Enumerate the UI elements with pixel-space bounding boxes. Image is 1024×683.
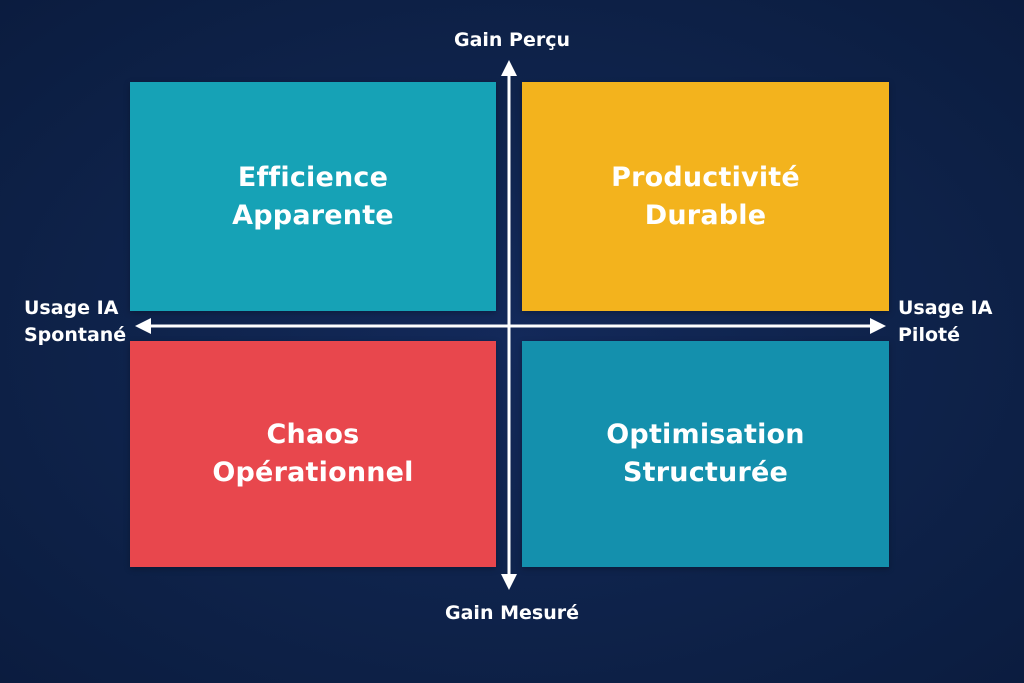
arrow-left-icon: [135, 318, 151, 334]
quadrant-efficience-apparente: Efficience Apparente: [130, 82, 496, 311]
arrow-down-icon: [501, 574, 517, 590]
quadrant-title-line1: Optimisation: [606, 419, 805, 450]
arrow-right-icon: [870, 318, 886, 334]
quadrant-chaos-operationnel: Chaos Opérationnel: [130, 341, 496, 567]
quadrant-title-line1: Productivité: [611, 161, 800, 193]
axis-label-left: Usage IA Spontané: [24, 295, 126, 349]
quadrant-title-line2: Apparente: [232, 199, 394, 231]
axis-label-top: Gain Perçu: [453, 29, 571, 51]
axis-label-right-line1: Usage IA: [898, 297, 993, 319]
axis-label-bottom: Gain Mesuré: [445, 602, 579, 624]
quadrant-productivite-durable: Productivité Durable: [522, 82, 889, 311]
quadrant-title-line1: Chaos: [266, 419, 360, 450]
axis-label-left-line2: Spontané: [24, 324, 127, 346]
quadrant-title-line1: Efficience: [237, 161, 389, 193]
quadrant-title-line2: Durable: [644, 199, 767, 231]
quadrant-optimisation-structuree: Optimisation Structurée: [522, 341, 889, 567]
quadrant-title-line2: Structurée: [623, 457, 788, 488]
axis-label-left-line1: Usage IA: [24, 297, 119, 319]
axis-label-right: Usage IA Piloté: [898, 295, 992, 349]
arrow-up-icon: [501, 60, 517, 76]
quadrant-title-line2: Opérationnel: [212, 457, 414, 488]
axis-label-right-line2: Piloté: [898, 324, 960, 346]
